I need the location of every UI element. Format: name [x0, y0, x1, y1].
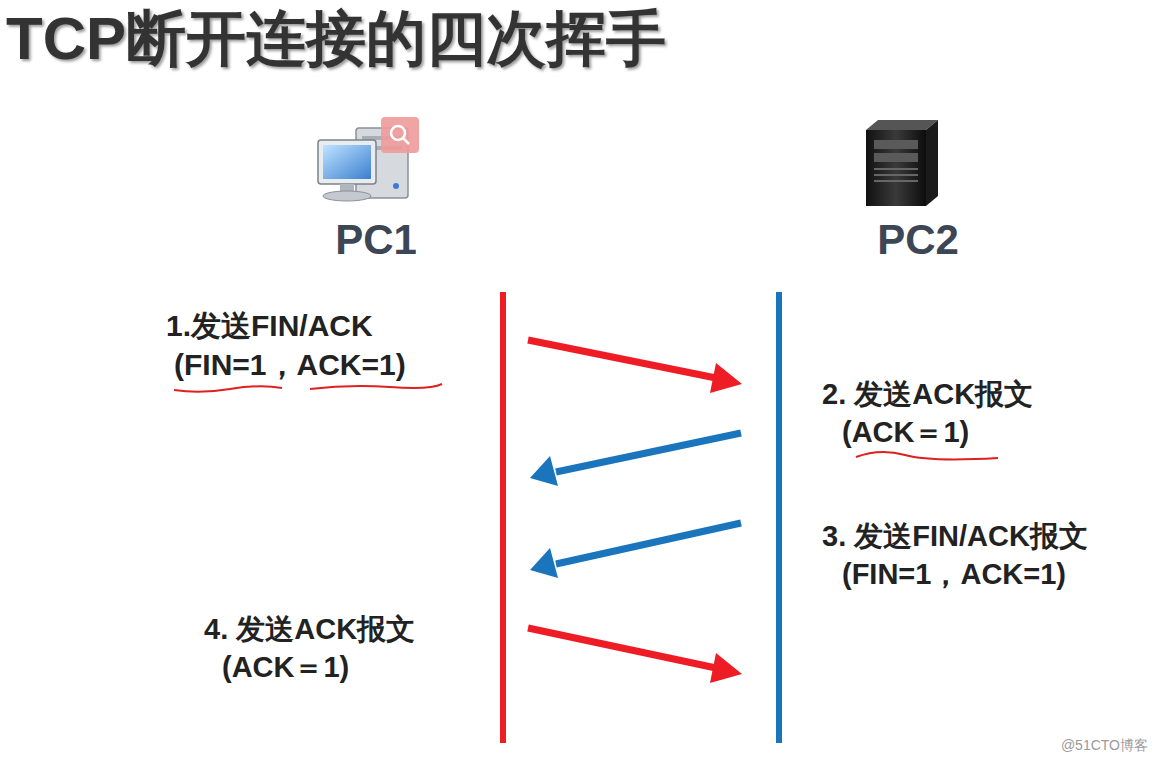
step-label: 1.发送FIN/ACK [166, 309, 373, 344]
step-label: 3. 发送FIN/ACK报文 [822, 520, 1088, 553]
step-label: 4. 发送ACK报文 [204, 613, 415, 646]
watermark: @51CTO博客 [1061, 737, 1148, 753]
flag-label: (FIN=1，ACK=1) [174, 348, 406, 383]
flag-label: (ACK＝1) [842, 416, 969, 449]
flag-label: (ACK＝1) [222, 651, 349, 684]
pc1-lifeline [500, 292, 506, 743]
pc2-icon [866, 120, 938, 206]
diagram-title: TCP断开连接的四次挥手 [6, 4, 666, 73]
device-label: PC1 [335, 216, 417, 264]
pc1-icon [318, 117, 419, 201]
message-arrow [528, 340, 742, 393]
pc2-lifeline [776, 292, 782, 743]
message-arrow [528, 628, 742, 683]
step-label: 2. 发送ACK报文 [822, 378, 1033, 411]
device-label: PC2 [877, 216, 959, 264]
hand-underline [310, 384, 442, 389]
hand-underline [174, 386, 282, 392]
message-arrow [530, 433, 741, 486]
message-arrow [530, 523, 741, 578]
hand-underline [856, 452, 998, 460]
flag-label: (FIN=1，ACK=1) [842, 558, 1066, 591]
